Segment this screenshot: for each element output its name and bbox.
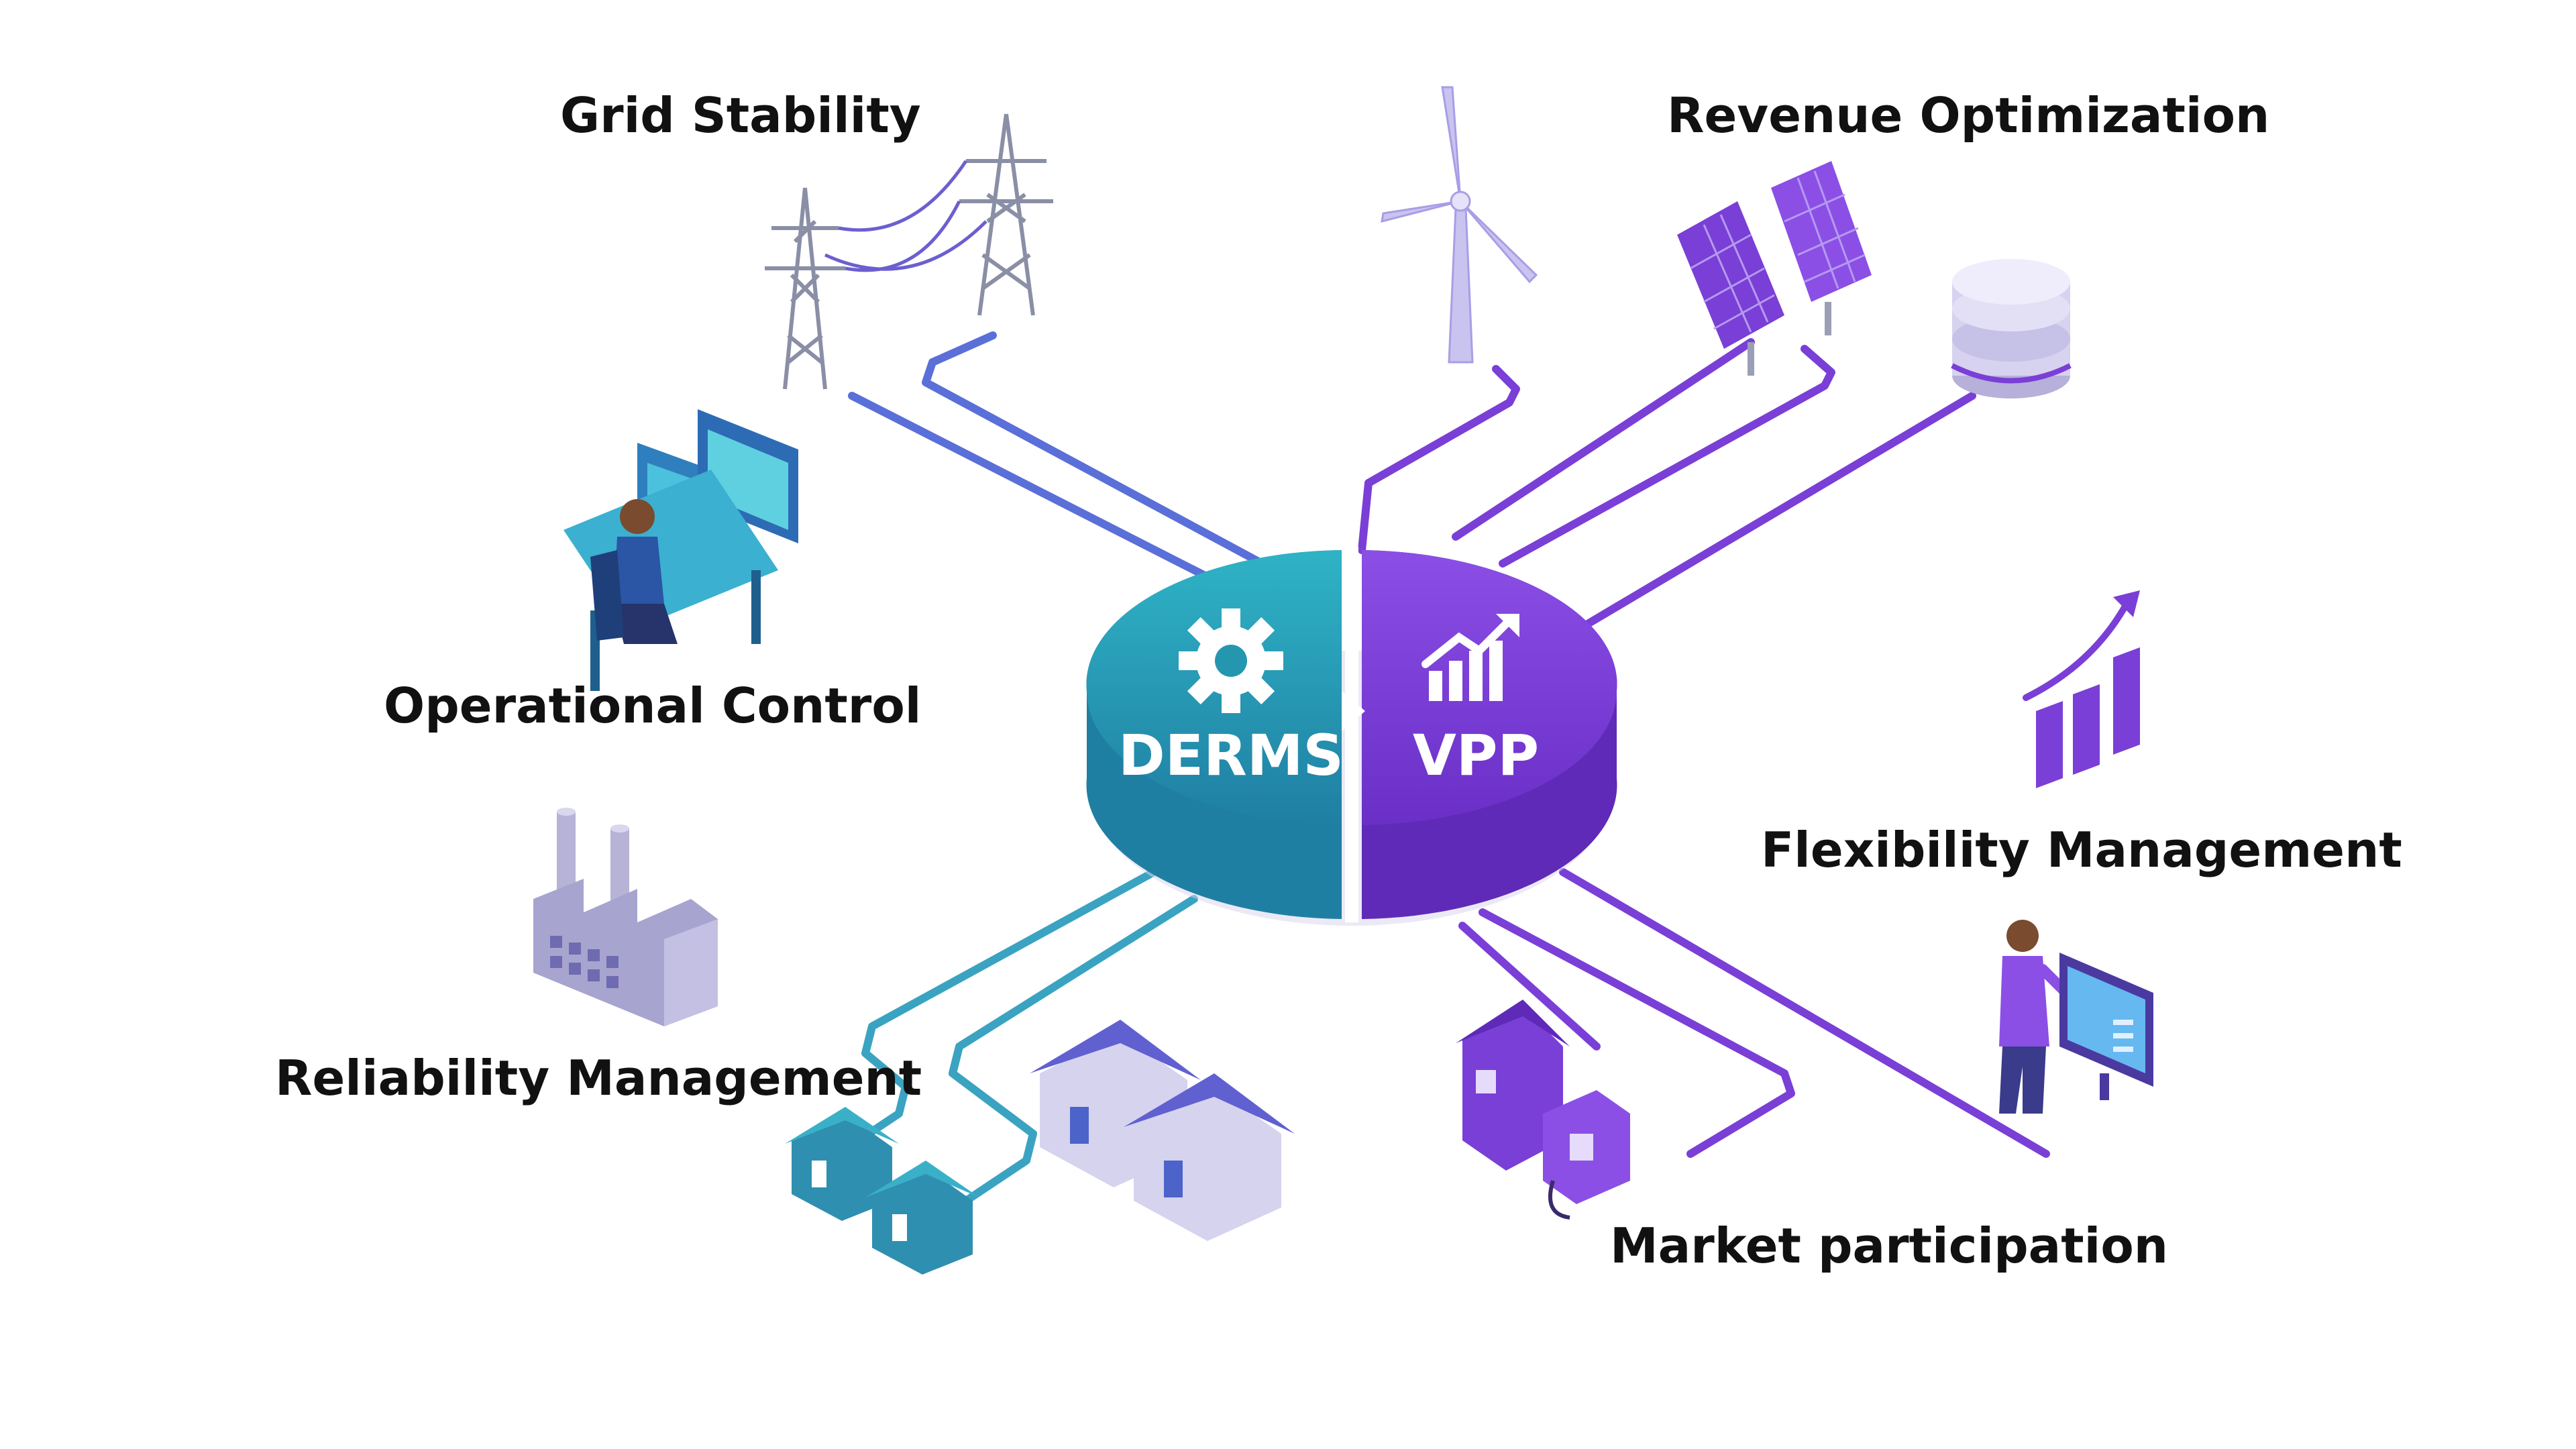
line-flex (1559, 868, 2050, 1158)
line-house-a (835, 868, 1158, 1158)
label-revenue-optimization: Revenue Optimization (1667, 87, 2270, 144)
chart-up-icon (1421, 614, 1519, 701)
line-grid-right (922, 331, 1279, 574)
factory-icon (533, 808, 718, 1026)
line-solar-b (1499, 345, 1835, 568)
gear-icon (1179, 608, 1283, 713)
database-icon (1951, 259, 2072, 398)
houses-icon (785, 1020, 1295, 1275)
bar-chart-growth-icon (2023, 590, 2140, 788)
label-grid-stability: Grid Stability (560, 87, 921, 144)
wind-turbine-icon (1381, 86, 1538, 364)
line-market-a (1479, 908, 1795, 1158)
operator-workstation-icon (564, 409, 798, 691)
label-market-participation: Market participation (1610, 1218, 2169, 1274)
line-wind (1358, 365, 1520, 554)
label-operational-control: Operational Control (384, 678, 922, 734)
line-grid-left (848, 392, 1212, 581)
ev-charger-house-icon (1456, 1000, 1630, 1220)
label-flexibility-management: Flexibility Management (1761, 822, 2402, 878)
line-house-b (949, 895, 1198, 1205)
solar-panel-icon (1677, 161, 1872, 376)
vpp-label: VPP (1413, 722, 1539, 788)
line-market-b (1458, 922, 1601, 1051)
central-hub: DERMS VPP (1086, 547, 1617, 926)
label-reliability-management: Reliability Management (275, 1050, 922, 1106)
transmission-tower-icon (765, 113, 1053, 390)
line-database (1572, 392, 1976, 635)
person-dashboard-icon (1999, 920, 2153, 1114)
connection-lines (835, 331, 2050, 1205)
derms-label: DERMS (1118, 722, 1344, 788)
line-solar-a (1452, 338, 1755, 541)
